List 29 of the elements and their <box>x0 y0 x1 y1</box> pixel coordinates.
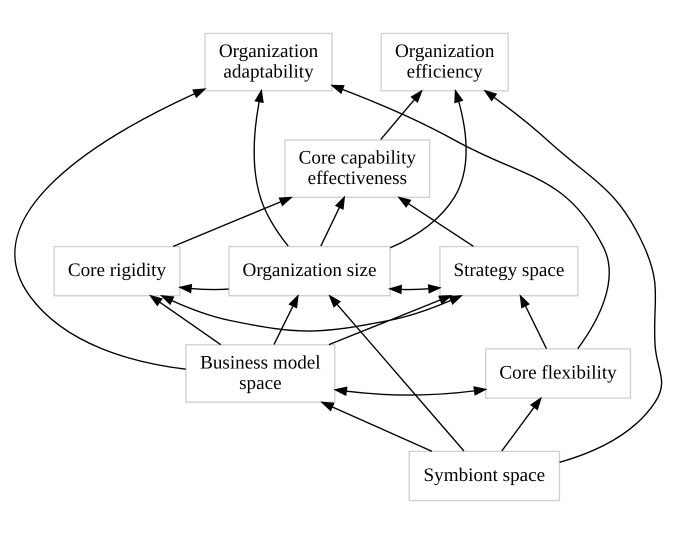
arrow <box>397 196 474 247</box>
arrow <box>328 294 464 452</box>
arrow <box>388 284 442 294</box>
node-box: Organization size <box>228 246 391 296</box>
arrow <box>160 295 464 332</box>
arrow <box>520 294 548 349</box>
arrow <box>328 295 453 346</box>
arrow <box>483 90 662 463</box>
arrow <box>14 88 207 370</box>
arrow <box>501 396 542 452</box>
node-box: Strategy space <box>439 246 579 296</box>
arrow <box>178 284 229 294</box>
arrow <box>330 84 610 350</box>
node-box: Organization adaptability <box>204 32 333 92</box>
node-box: Business model space <box>185 344 336 403</box>
node-box: Core rigidity <box>53 246 180 296</box>
node-box: Core capability effectiveness <box>284 139 430 198</box>
arrow <box>254 88 289 247</box>
arrow <box>273 294 299 345</box>
node-box: Symbiont space <box>408 450 560 502</box>
arrow <box>333 386 488 396</box>
arrow <box>148 294 222 346</box>
node-box: Organization efficiency <box>380 32 509 92</box>
arrow <box>320 402 432 452</box>
node-box: Core flexibility <box>485 348 632 399</box>
arrow <box>320 196 346 246</box>
arrow <box>390 88 467 248</box>
arrow <box>380 89 423 140</box>
arrow <box>173 196 293 247</box>
